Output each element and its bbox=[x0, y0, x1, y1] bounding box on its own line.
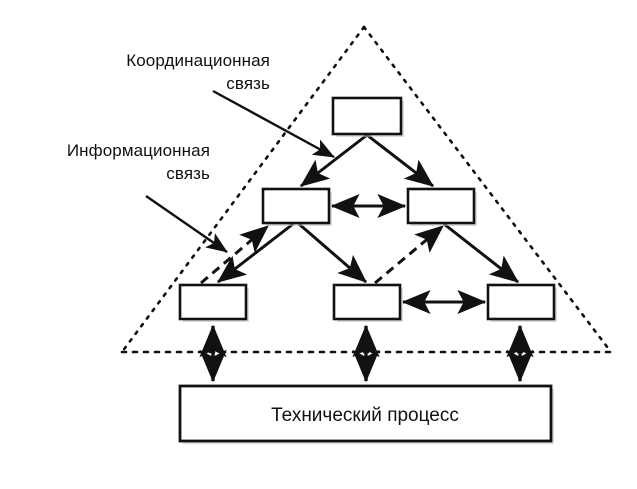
link-mid-left-to-low-left bbox=[217, 222, 294, 284]
node-top[interactable] bbox=[331, 96, 404, 137]
node-low-mid[interactable] bbox=[332, 283, 403, 322]
leader-coordination bbox=[212, 89, 335, 159]
node-process-label: Технический процесс bbox=[271, 405, 459, 426]
node-low-left[interactable] bbox=[178, 283, 249, 322]
link-mid-left-to-low-mid bbox=[298, 222, 367, 284]
link-top-to-mid-left bbox=[300, 133, 368, 188]
node-low-right[interactable] bbox=[486, 283, 557, 322]
node-process[interactable]: Технический процесс bbox=[178, 384, 554, 444]
link-low-mid-to-mid-right bbox=[374, 224, 444, 285]
node-mid-left[interactable] bbox=[261, 187, 332, 226]
node-mid-right[interactable] bbox=[406, 187, 477, 226]
annotation-information-label: Информационная связь bbox=[66, 141, 210, 183]
annotation-coordination-label: Координационная связь bbox=[126, 51, 270, 93]
link-top-to-mid-right bbox=[366, 133, 434, 188]
link-mid-right-to-low-right bbox=[443, 222, 519, 284]
leader-information bbox=[145, 195, 228, 253]
